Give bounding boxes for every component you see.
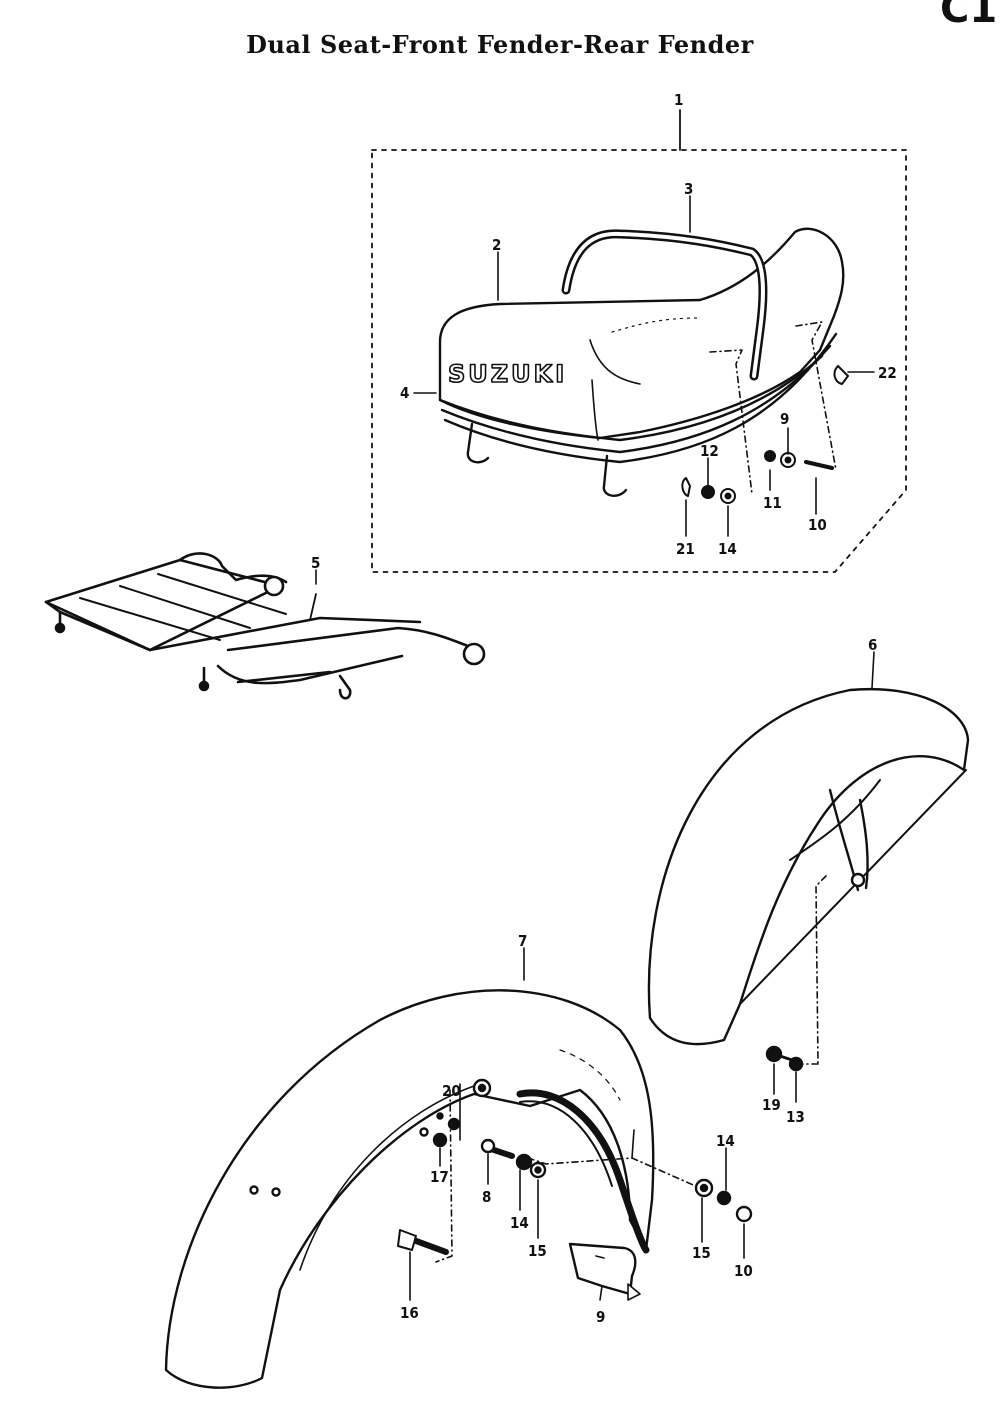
callout-13: 10 xyxy=(734,1262,753,1280)
callout-4: 4 xyxy=(400,384,409,402)
leader-lines xyxy=(315,195,875,1301)
clip-21 xyxy=(681,477,691,497)
rear-fender-hardware xyxy=(397,1117,753,1301)
front-fender xyxy=(647,687,970,1065)
callout-6: 6 xyxy=(868,636,877,654)
callout-20: 20 xyxy=(442,1082,461,1100)
callout-10-bottom: 10 xyxy=(808,516,827,534)
callout-5: 5 xyxy=(311,554,320,572)
callout-14-front: 13 xyxy=(786,1108,805,1126)
callout-17: 19 xyxy=(762,1096,781,1114)
washer-15 xyxy=(720,488,736,504)
washer-14-left xyxy=(515,1153,533,1171)
callout-22: 22 xyxy=(878,364,897,382)
bolt-17 xyxy=(765,1045,783,1063)
nut-12 xyxy=(701,485,715,499)
callout-14-rear-right: 14 xyxy=(716,1132,735,1150)
diagram-title: Dual Seat-Front Fender-Rear Fender xyxy=(246,30,754,59)
page-corner-mark: C1 xyxy=(940,0,998,32)
callout-15-seat: 14 xyxy=(718,540,737,558)
seat-hardware xyxy=(681,321,875,504)
bolt-18 xyxy=(804,460,834,470)
callout-2: 2 xyxy=(492,236,501,254)
callout-3: 3 xyxy=(684,180,693,198)
callout-14-rear-left: 14 xyxy=(510,1214,529,1232)
rear-fender xyxy=(164,989,701,1389)
washer-14-right xyxy=(716,1190,732,1206)
nut-13 xyxy=(735,1205,753,1223)
callout-1: 1 xyxy=(674,91,683,109)
callout-9-plate: 9 xyxy=(596,1308,605,1326)
callout-11: 11 xyxy=(763,494,782,512)
callout-labels: 1 2 3 4 5 6 7 22 9 12 11 10 21 14 19 13 … xyxy=(311,91,897,1326)
nut-20 xyxy=(447,1117,461,1131)
clip-22 xyxy=(833,365,849,385)
front-fender-hardware xyxy=(765,1045,804,1072)
luggage-carrier xyxy=(44,552,486,700)
washer-14 xyxy=(788,1056,804,1072)
callout-15-rear-right: 15 xyxy=(692,1244,711,1262)
reflector-plate-9 xyxy=(568,1242,637,1296)
callout-9-bolt: 8 xyxy=(482,1188,491,1206)
callout-15-rear-left: 15 xyxy=(528,1242,547,1260)
nut-11 xyxy=(764,450,776,462)
callout-21: 21 xyxy=(676,540,695,558)
dual-seat: SUZUKI xyxy=(438,227,845,497)
callout-16: 16 xyxy=(400,1304,419,1322)
callout-12: 12 xyxy=(700,442,719,460)
callout-7: 7 xyxy=(518,932,527,950)
callout-10-top: 9 xyxy=(780,410,789,428)
nut-19 xyxy=(432,1132,448,1148)
seat-brand-text: SUZUKI xyxy=(448,360,567,388)
callout-19: 17 xyxy=(430,1168,449,1186)
